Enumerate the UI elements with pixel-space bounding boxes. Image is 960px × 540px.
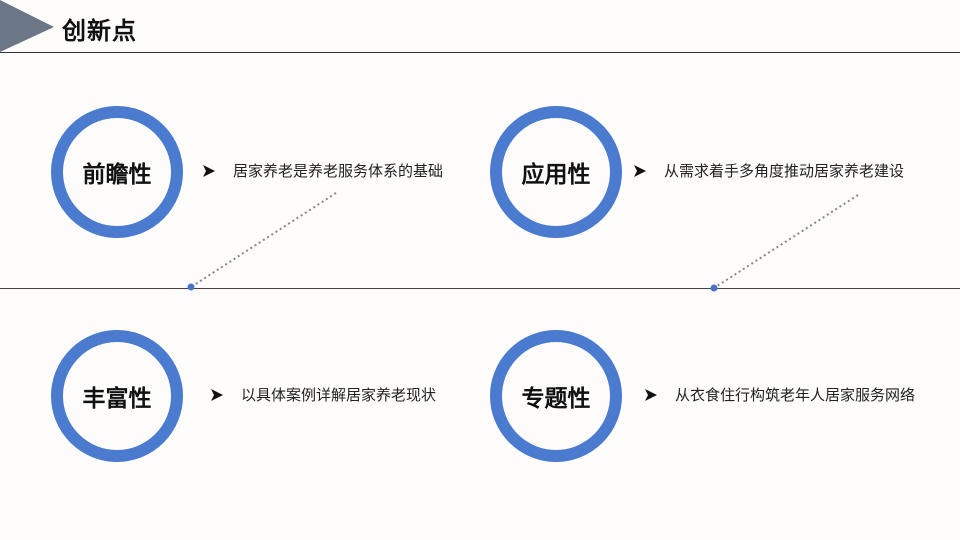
header-triangle-icon bbox=[0, 0, 54, 52]
bullet-text: 从衣食住行构筑老年人居家服务网络 bbox=[675, 386, 916, 404]
connector-dot-1 bbox=[187, 283, 195, 291]
middle-divider bbox=[0, 288, 960, 289]
ring-topicality: 专题性 bbox=[490, 330, 622, 462]
ring-label: 丰富性 bbox=[82, 386, 152, 412]
arrowhead-bullet-icon bbox=[203, 164, 215, 177]
connector-line-2 bbox=[713, 194, 859, 289]
connector-line-1 bbox=[190, 192, 337, 288]
bullet-text: 以具体案例详解居家养老现状 bbox=[241, 386, 437, 404]
bullet-item: 从衣食住行构筑老年人居家服务网络 bbox=[645, 384, 915, 405]
arrowhead-bullet-icon bbox=[634, 164, 646, 177]
page-title: 创新点 bbox=[62, 17, 137, 45]
ring-applicability: 应用性 bbox=[490, 106, 622, 238]
ring-forward-looking: 前瞻性 bbox=[51, 106, 183, 238]
connector-dot-2 bbox=[710, 284, 718, 292]
header-divider bbox=[0, 52, 960, 53]
bullet-item: 从需求着手多角度推动居家养老建设 bbox=[634, 160, 904, 181]
ring-label: 专题性 bbox=[521, 386, 591, 412]
ring-label: 应用性 bbox=[521, 162, 591, 188]
bullet-item: 以具体案例详解居家养老现状 bbox=[211, 384, 436, 405]
bullet-item: 居家养老是养老服务体系的基础 bbox=[203, 160, 443, 181]
arrowhead-bullet-icon bbox=[645, 388, 657, 401]
bullet-text: 居家养老是养老服务体系的基础 bbox=[233, 162, 444, 180]
ring-label: 前瞻性 bbox=[82, 162, 152, 188]
arrowhead-bullet-icon bbox=[211, 388, 223, 401]
ring-richness: 丰富性 bbox=[51, 330, 183, 462]
bullet-text: 从需求着手多角度推动居家养老建设 bbox=[664, 162, 905, 180]
